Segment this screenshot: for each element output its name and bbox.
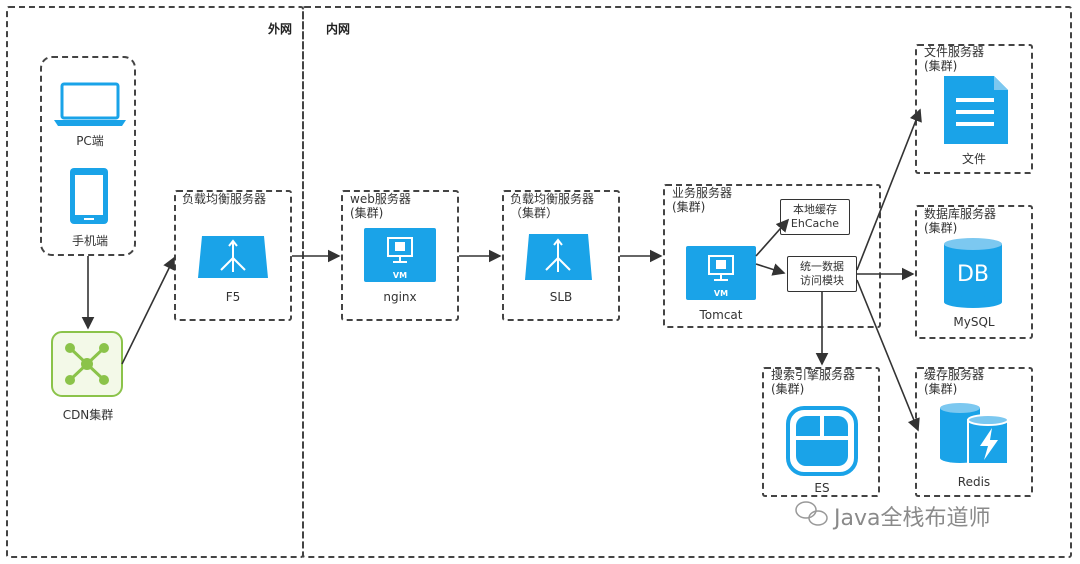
mobile-client-label: 手机端 [71, 234, 108, 248]
nginx-node-label: nginx [383, 290, 417, 304]
inner-network-zone [302, 6, 1072, 558]
tomcat-vm-icon: VM [686, 246, 756, 300]
cdn-cluster-label: CDN集群 [62, 408, 114, 422]
ehcache-label: EhCache [790, 217, 840, 230]
slb-node-label: SLB [549, 290, 573, 304]
search-box-subtitle: (集群) [771, 382, 805, 396]
database-server-cluster-box [915, 205, 1033, 339]
business-box-title: 业务服务器 [672, 186, 733, 200]
slb-box-title: 负载均衡服务器 [510, 192, 595, 206]
search-engine-cluster-box [762, 367, 880, 497]
local-cache-label: 本地缓存 [793, 203, 837, 216]
mysql-node-label: MySQL [953, 315, 995, 329]
web-server-cluster-box [341, 190, 459, 321]
file-node-label: 文件 [961, 152, 986, 166]
local-cache-ehcache-node: 本地缓存 EhCache [780, 199, 850, 235]
f5-node-label: F5 [225, 290, 241, 304]
inner-network-label: 内网 [326, 22, 351, 36]
cache-box-title: 缓存服务器 [924, 368, 985, 382]
redis-node-label: Redis [957, 475, 991, 489]
nginx-vm-icon: VM [364, 228, 436, 282]
vm-badge: VM [392, 271, 408, 280]
web-box-title: web服务器 [350, 192, 411, 206]
db-box-subtitle: (集群) [924, 221, 958, 235]
f5-box-title: 负载均衡服务器 [182, 192, 267, 206]
slb-box-subtitle: （集群） [510, 206, 559, 220]
search-box-title: 搜索引擎服务器 [771, 368, 856, 382]
f5-load-balancer-box [174, 190, 292, 321]
web-box-subtitle: (集群) [350, 206, 384, 220]
client-group [40, 56, 136, 256]
cache-server-cluster-box [915, 367, 1033, 497]
cache-box-subtitle: (集群) [924, 382, 958, 396]
data-access-label-2: 访问模块 [800, 274, 844, 287]
vm-badge: VM [713, 289, 729, 298]
data-access-label-1: 统一数据 [800, 260, 844, 273]
file-box-title: 文件服务器 [924, 45, 985, 59]
db-icon-text: DB [956, 262, 990, 287]
business-box-subtitle: (集群) [672, 200, 706, 214]
outer-network-label: 外网 [268, 22, 293, 36]
pc-client-label: PC端 [76, 134, 104, 148]
slb-load-balancer-box [502, 190, 620, 321]
file-box-subtitle: (集群) [924, 59, 958, 73]
watermark-text: Java全栈布道师 [834, 506, 991, 531]
es-node-label: ES [814, 481, 830, 495]
db-box-title: 数据库服务器 [924, 207, 997, 221]
data-access-module-node: 统一数据 访问模块 [787, 256, 857, 292]
tomcat-node-label: Tomcat [699, 308, 743, 322]
